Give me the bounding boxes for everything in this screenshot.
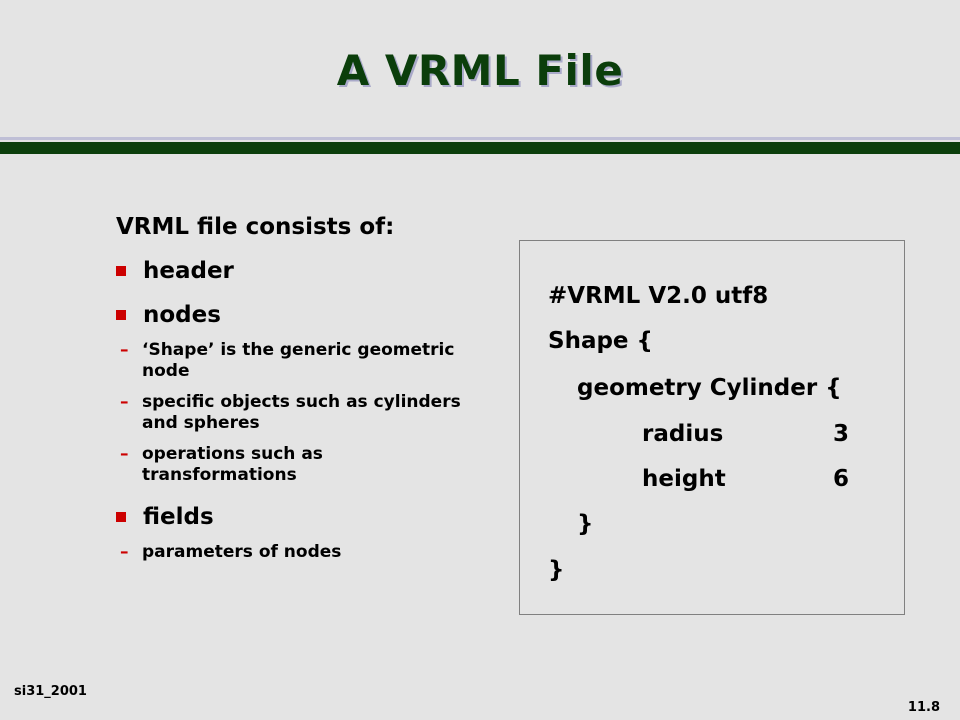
sub-bullet: – specific objects such as cylinders and… <box>116 392 496 434</box>
square-bullet-icon <box>116 310 126 320</box>
bullet-header: header <box>116 258 496 284</box>
code-line-geometry: geometry Cylinder { <box>577 375 842 401</box>
code-field-height-label: height <box>642 466 726 492</box>
sub-bullet-text: ‘Shape’ is the generic geometric node <box>142 340 455 381</box>
sub-bullet-text: operations such as transformations <box>142 444 323 485</box>
dash-bullet-icon: – <box>120 340 129 360</box>
square-bullet-icon <box>116 266 126 276</box>
intro-text: VRML file consists of: <box>116 214 395 240</box>
code-field-radius-value: 3 <box>833 421 850 447</box>
title-underline-thin <box>0 137 960 140</box>
bullet-label: header <box>143 258 234 284</box>
bullet-fields: fields <box>116 504 496 530</box>
bullet-label: fields <box>143 504 214 530</box>
code-line-header: #VRML V2.0 utf8 <box>548 283 769 309</box>
code-close-inner-brace: } <box>577 511 594 537</box>
footer-slide-number: 11.8 <box>907 700 940 715</box>
bullet-label: nodes <box>143 302 221 328</box>
square-bullet-icon <box>116 512 126 522</box>
code-field-height-value: 6 <box>833 466 850 492</box>
code-close-outer-brace: } <box>548 557 565 583</box>
fields-subitems: – parameters of nodes <box>116 542 496 563</box>
dash-bullet-icon: – <box>120 542 129 562</box>
bullet-nodes: nodes <box>116 302 496 328</box>
sub-bullet: – ‘Shape’ is the generic geometric node <box>116 340 496 382</box>
dash-bullet-icon: – <box>120 444 129 464</box>
code-field-radius-label: radius <box>642 421 724 447</box>
sub-bullet: – parameters of nodes <box>116 542 496 563</box>
sub-bullet-text: specific objects such as cylinders and s… <box>142 392 461 433</box>
nodes-subitems: – ‘Shape’ is the generic geometric node … <box>116 340 496 486</box>
sub-bullet: – operations such as transformations <box>116 444 496 486</box>
footer-course-code: si31_2001 <box>14 684 87 699</box>
slide-title: A VRML File <box>336 46 624 95</box>
code-line-shape: Shape { <box>548 328 653 354</box>
dash-bullet-icon: – <box>120 392 129 412</box>
sub-bullet-text: parameters of nodes <box>142 542 342 562</box>
code-example-box: #VRML V2.0 utf8 Shape { geometry Cylinde… <box>519 240 905 615</box>
bullet-content: VRML file consists of: header nodes – ‘S… <box>116 214 496 581</box>
title-underline-thick <box>0 142 960 154</box>
